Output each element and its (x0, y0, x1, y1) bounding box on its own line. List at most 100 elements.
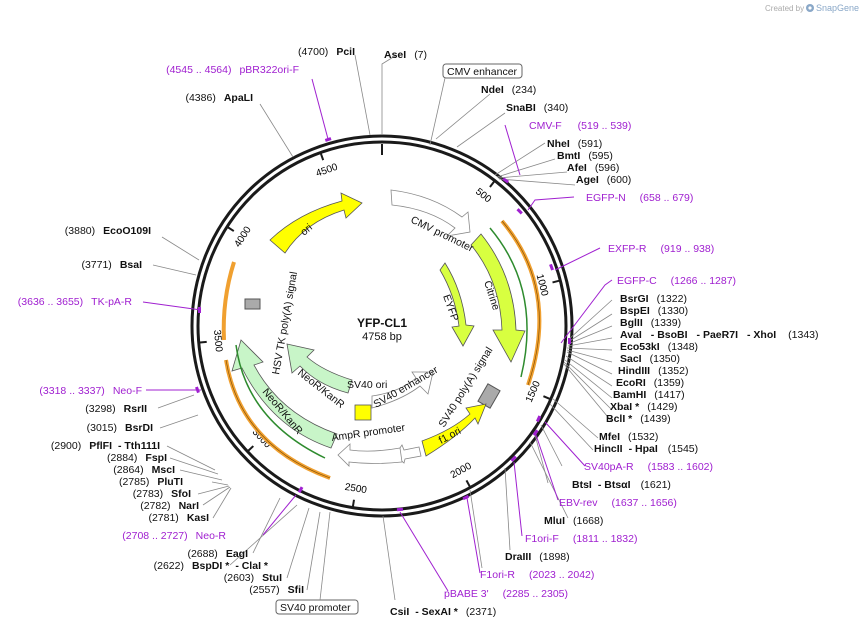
site-label: SacI(1350) (620, 353, 680, 365)
site-label: NheI(591) (547, 138, 602, 150)
orf-left-orange-upper (221, 261, 236, 341)
site-label: (2782)NarI (140, 500, 199, 512)
sv40-ori-box (354, 404, 372, 421)
sv40-promoter-boxed: SV40 promoter (275, 599, 359, 615)
site-label: SnaBI(340) (506, 102, 568, 114)
cmv-enhancer-label: CMV enhancer (447, 66, 518, 78)
sv40-promoter-label: SV40 promoter (280, 602, 351, 614)
f1-ori-arrow (421, 403, 487, 457)
sv40-ori-label: SV40 ori (347, 379, 387, 391)
site-label: XbaI *(1429) (610, 401, 678, 413)
site-label: BamHI(1417) (613, 389, 685, 401)
site-label: HindIII(1352) (618, 365, 688, 377)
cmv-promoter-arrow (390, 189, 471, 237)
tick-label: 2500 (344, 482, 368, 496)
tick-mark (246, 445, 254, 453)
primer-label: EGFP-N(658 .. 679) (586, 192, 693, 204)
site-label: Eco53kI(1348) (620, 341, 698, 353)
site-label-multi: AvaI- BsoBI- PaeR7I- XhoI(1343) (620, 329, 819, 341)
plasmid-name: YFP-CL1 (357, 316, 407, 330)
site-label: (4700)PciI (298, 46, 355, 58)
site-label-multi: (2622)BspDI *- ClaI * (154, 560, 269, 572)
site-label: BspEI(1330) (620, 305, 688, 317)
primer-label: F1ori-R(2023 .. 2042) (480, 569, 594, 581)
site-label-multi: (2900)PflFI- Tth111I (51, 440, 160, 452)
primer-label: pBABE 3'(2285 .. 2305) (444, 588, 568, 600)
right-site-labels: AseI(7) NdeI(234) SnaBI(340) NheI(591) B… (384, 49, 819, 618)
sv40-polya-box (477, 383, 501, 409)
cmv-enhancer-boxed: CMV enhancer (442, 63, 523, 79)
primer-label: EXFP-R(919 .. 938) (608, 243, 714, 255)
tick-mark (465, 479, 472, 488)
primer-lines (142, 78, 613, 592)
created-by-text: Created by (765, 4, 804, 13)
site-label: AseI(7) (384, 49, 427, 61)
site-label: (4386)ApaLI (185, 92, 253, 104)
ampr-promoter-arrow (337, 443, 403, 467)
neor-inner-arrow (286, 343, 353, 394)
site-label: DraIII(1898) (505, 551, 570, 563)
primer-label: EGFP-C(1266 .. 1287) (617, 275, 736, 287)
ori-arrow (269, 192, 363, 254)
citrine-arrow (470, 233, 526, 363)
backbone-outer (190, 134, 574, 518)
site-label: (2785)PluTI (119, 476, 183, 488)
snapgene-wordmark: SnapGene (816, 3, 859, 13)
tick-label: 500 (473, 186, 493, 205)
site-label: (3015)BsrDI (87, 422, 153, 434)
backbone-inner (196, 140, 568, 512)
site-label: BclI *(1439) (606, 413, 671, 425)
site-label-multi: BtsI- BtsαI(1621) (572, 479, 671, 491)
tick-label: 4000 (233, 224, 254, 249)
site-label: EcoRI(1359) (616, 377, 684, 389)
primer-label: (3636 .. 3655)TK-pA-R (18, 296, 133, 308)
primer-ticks (195, 137, 571, 512)
site-label: BsrGI(1322) (620, 293, 687, 305)
tick-label: 3500 (211, 329, 224, 353)
tick-mark (319, 152, 325, 161)
primer-label: (2708 .. 2727)Neo-R (122, 530, 226, 542)
plasmid-length: 4758 bp (362, 331, 402, 343)
tick-mark (489, 180, 496, 188)
tick-mark (198, 340, 207, 344)
ampr-promoter-label: AmpR promoter (331, 422, 407, 444)
site-label: (2603)StuI (224, 572, 282, 584)
sv40-enhancer-arrow (371, 371, 434, 409)
primer-labels: (4545 .. 4564)pBR322ori-F CMV-F(519 .. 5… (18, 64, 736, 600)
site-label: MfeI(1532) (599, 431, 658, 443)
site-label: AgeI(600) (576, 174, 631, 186)
tick-label: 2000 (449, 461, 474, 482)
site-label: (2783)SfoI (133, 488, 191, 500)
tick-mark (226, 225, 235, 232)
neor-outer-arrow (231, 339, 338, 449)
snapgene-branding: Created by SnapGene (765, 3, 859, 13)
site-label: (2557)SfiI (249, 584, 304, 596)
site-label: (3298)RsrII (85, 403, 147, 415)
tick-mark (351, 499, 355, 508)
site-label: MluI(1668) (544, 515, 603, 527)
site-label: (2884)FspI (107, 452, 167, 464)
leader-lines (152, 54, 613, 601)
site-label: BmtI(595) (557, 150, 613, 162)
site-label: (3771)BsaI (81, 259, 142, 271)
primer-label: EBV-rev(1637 .. 1656) (559, 497, 677, 509)
orf-left-green (235, 344, 326, 459)
site-label-multi: CsiI- SexAI *(2371) (390, 606, 496, 618)
primer-label: CMV-F(519 .. 539) (529, 120, 631, 132)
f1-ori-label: f1 ori (437, 425, 463, 447)
site-label: (2688)EagI (187, 548, 248, 560)
eyfp-arrow (439, 262, 475, 347)
features (221, 189, 542, 480)
left-site-labels: (4700)PciI (4386)ApaLI (3880)EcoO109I (3… (51, 46, 355, 596)
orf-right-green (489, 227, 528, 378)
neor-outer-label: NeoR/KanR (260, 386, 305, 437)
tick-mark (552, 279, 561, 284)
site-label: AfeI(596) (567, 162, 619, 174)
primer-label: (3318 .. 3337)Neo-F (39, 385, 142, 397)
tick-label: 4500 (315, 162, 340, 180)
site-label: BglII(1339) (620, 317, 681, 329)
tick-mark (543, 395, 552, 401)
primer-label: (4545 .. 4564)pBR322ori-F (166, 64, 299, 76)
site-label-multi: HincII- HpaI(1545) (594, 443, 698, 455)
